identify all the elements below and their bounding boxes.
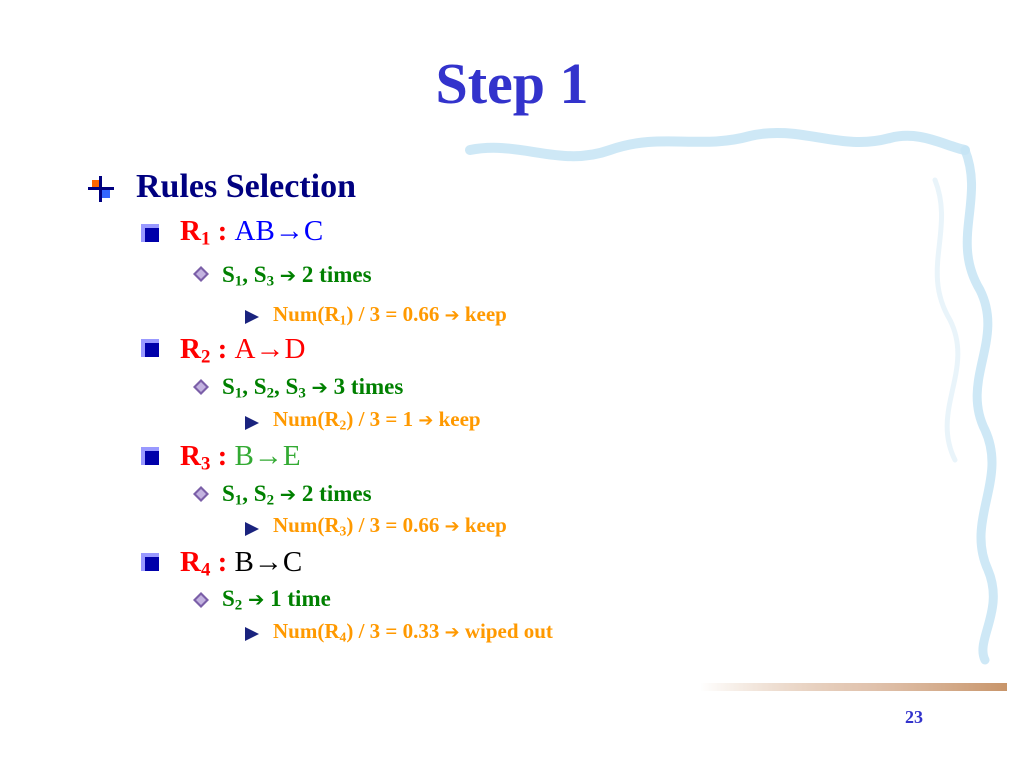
diamond-bullet-icon bbox=[193, 266, 209, 282]
rule-expression: A→D bbox=[234, 333, 306, 365]
rule-label: R bbox=[180, 333, 201, 365]
square-bullet-icon bbox=[141, 339, 159, 357]
rule-1-calc-line: Num(R1) / 3 = 0.66 ➔ keep bbox=[273, 302, 507, 328]
rule-4-line: R4 : B→C bbox=[180, 546, 303, 581]
section-heading: Rules Selection bbox=[136, 168, 357, 205]
rule-2-calc-line: Num(R2) / 3 = 1 ➔ keep bbox=[273, 407, 481, 433]
triangle-bullet-icon bbox=[245, 522, 259, 536]
rule-expression: B→C bbox=[234, 546, 303, 578]
rule-2-line: R2 : A→D bbox=[180, 333, 306, 368]
rule-colon: : bbox=[210, 440, 235, 472]
wave-decoration-top bbox=[465, 128, 970, 162]
bold-right-arrow-icon: ➔ bbox=[279, 264, 297, 287]
square-bullet-icon bbox=[141, 224, 159, 242]
bold-right-arrow-icon: ➔ bbox=[444, 622, 460, 643]
rule-colon: : bbox=[210, 546, 235, 578]
rule-3-line: R3 : B→E bbox=[180, 440, 301, 475]
wave-decoration-right bbox=[960, 145, 998, 665]
triangle-bullet-icon bbox=[245, 627, 259, 641]
rule-colon: : bbox=[210, 333, 235, 365]
rule-label-sub: 2 bbox=[200, 346, 211, 368]
bold-right-arrow-icon: ➔ bbox=[311, 376, 328, 399]
rule-label-sub: 1 bbox=[200, 228, 211, 250]
rule-expression: B→E bbox=[234, 440, 301, 472]
page-number: 23 bbox=[905, 707, 923, 727]
rule-label-sub: 3 bbox=[200, 453, 211, 475]
wave-decoration-right-faint bbox=[932, 177, 961, 463]
square-bullet-icon bbox=[141, 447, 159, 465]
rule-2-support-line: S1, S2, S3 ➔ 3 times bbox=[222, 374, 404, 402]
bold-right-arrow-icon: ➔ bbox=[248, 588, 265, 611]
footer-bar bbox=[700, 683, 1007, 691]
rule-colon: : bbox=[210, 215, 235, 247]
triangle-bullet-icon bbox=[245, 310, 259, 324]
diamond-bullet-icon bbox=[193, 592, 209, 608]
slide-title: Step 1 bbox=[435, 51, 589, 116]
square-bullet-icon bbox=[141, 553, 159, 571]
rule-label: R bbox=[180, 215, 201, 247]
rule-label: R bbox=[180, 546, 201, 578]
rule-expression: AB→C bbox=[234, 215, 324, 247]
bold-right-arrow-icon: ➔ bbox=[279, 483, 297, 506]
diamond-bullet-icon bbox=[193, 486, 209, 502]
rule-3-calc-line: Num(R3) / 3 = 0.66 ➔ keep bbox=[273, 513, 507, 539]
rule-3-support-line: S1, S2 ➔ 2 times bbox=[222, 481, 372, 509]
rule-label-sub: 4 bbox=[200, 559, 211, 581]
cross-square-bullet-icon bbox=[88, 176, 114, 202]
triangle-bullet-icon bbox=[245, 416, 259, 430]
rule-4-calc-line: Num(R4) / 3 = 0.33 ➔ wiped out bbox=[273, 619, 553, 645]
bold-right-arrow-icon: ➔ bbox=[444, 516, 460, 537]
bold-right-arrow-icon: ➔ bbox=[418, 410, 434, 431]
rule-4-support-line: S2 ➔ 1 time bbox=[222, 586, 331, 614]
bold-right-arrow-icon: ➔ bbox=[444, 305, 460, 326]
diamond-bullet-icon bbox=[193, 379, 209, 395]
rule-label: R bbox=[180, 440, 201, 472]
rule-1-support-line: S1, S3 ➔ 2 times bbox=[222, 262, 372, 290]
rule-1-line: R1 : AB→C bbox=[180, 215, 324, 250]
